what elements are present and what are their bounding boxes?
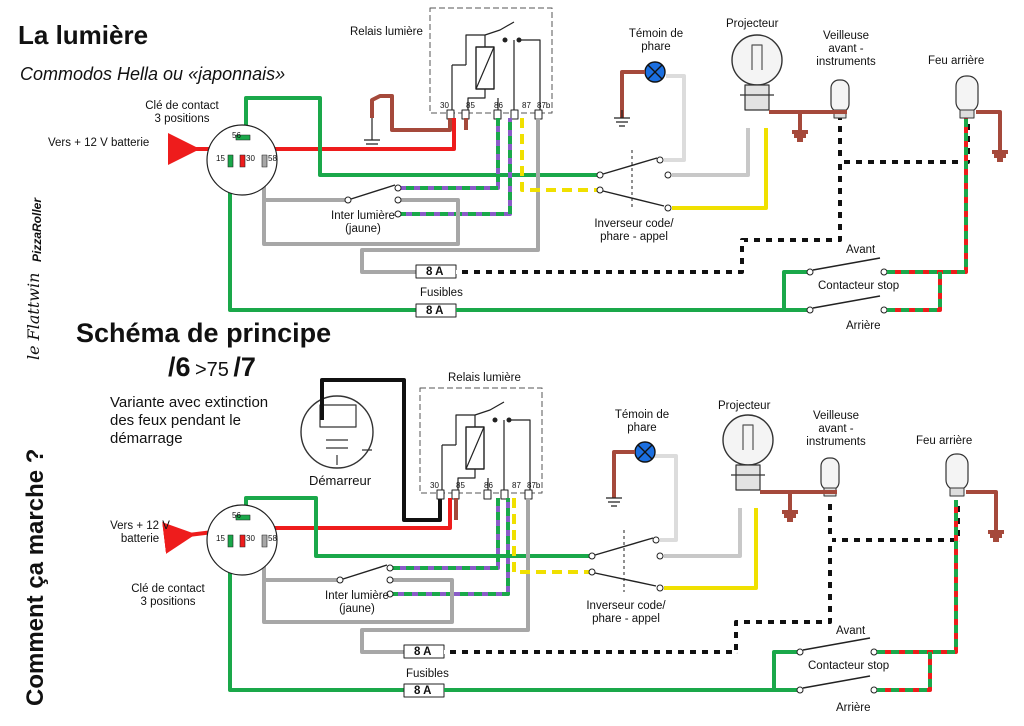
front-label-bottom: Avant	[836, 625, 866, 637]
fuse1-value-top: 8 A	[426, 266, 444, 278]
pin-85-bottom: 85	[456, 481, 465, 490]
pin-87-bottom: 87	[512, 481, 521, 490]
pin-30-bottom: 30	[430, 481, 439, 490]
fuse1-value-bottom: 8 A	[414, 646, 432, 658]
bottom-diagram	[162, 378, 1004, 698]
key-15-bottom: 15	[216, 534, 225, 543]
pin-87b-bottom: 87b	[527, 481, 541, 490]
rear-side-label-bottom: Arrière	[836, 702, 871, 714]
key-15-top: 15	[216, 154, 225, 163]
section-title: Schéma de principe	[76, 318, 332, 348]
pin-87-top: 87	[522, 101, 531, 110]
stop-switch-label-top: Contacteur stop	[818, 280, 900, 292]
key-56-bottom: 56	[232, 511, 241, 520]
side-question: Comment ça marche ?	[22, 448, 49, 706]
relay-label-bottom: Relais lumière	[448, 372, 521, 384]
pizzaroller-logo: PizzaRoller	[30, 197, 44, 262]
pin-85-top: 85	[466, 101, 475, 110]
fuse2-value-bottom: 8 A	[414, 685, 432, 697]
light-switch-label-bottom: Inter lumière(jaune)	[325, 590, 389, 615]
top-diagram	[168, 7, 1008, 318]
key-30-top: 30	[246, 154, 255, 163]
fuse2-value-top: 8 A	[426, 305, 444, 317]
key-58-bottom: 58	[268, 534, 277, 543]
version-line: /6 >75 /7	[168, 352, 256, 383]
projector-label-top: Projecteur	[726, 18, 779, 30]
relay-box-top	[429, 7, 553, 114]
pin-86-bottom: 86	[484, 481, 493, 490]
rear-label-top: Feu arrière	[928, 55, 985, 67]
pin-87b-top: 87b	[537, 101, 551, 110]
inverter-label-bottom: Inverseur code/phare - appel	[586, 600, 666, 625]
light-switch-label-top: Inter lumière(jaune)	[331, 210, 395, 235]
pin-86-top: 86	[494, 101, 503, 110]
front-label-top: Avant	[846, 244, 876, 256]
stop-switch-label-bottom: Contacteur stop	[808, 660, 890, 672]
version-b: /7	[233, 352, 256, 382]
fuses-label-top: Fusibles	[420, 287, 463, 299]
relay-box-bottom	[419, 387, 543, 494]
flattwin-logo: le Flattwin	[24, 272, 43, 360]
page-title: La lumière	[18, 20, 149, 50]
version-a: /6	[168, 352, 191, 382]
version-mid: >75	[194, 359, 229, 381]
page-subtitle: Commodos Hella ou «japonnais»	[20, 64, 286, 84]
starter-label: Démarreur	[308, 473, 372, 488]
relay-label-top: Relais lumière	[350, 26, 423, 38]
projector-label-bottom: Projecteur	[718, 400, 771, 412]
battery-label-top: Vers + 12 V batterie	[48, 137, 150, 149]
rear-label-bottom: Feu arrière	[916, 435, 973, 447]
fuses-label-bottom: Fusibles	[406, 668, 449, 680]
key-56-top: 56	[232, 131, 241, 140]
inverter-label-top: Inverseur code/phare - appel	[594, 218, 674, 243]
key-30-bottom: 30	[246, 534, 255, 543]
rear-side-label-top: Arrière	[846, 320, 881, 332]
pin-30-top: 30	[440, 101, 449, 110]
key-58-top: 58	[268, 154, 277, 163]
variant-note: Variante avec extinction des feux pendan…	[110, 394, 269, 447]
